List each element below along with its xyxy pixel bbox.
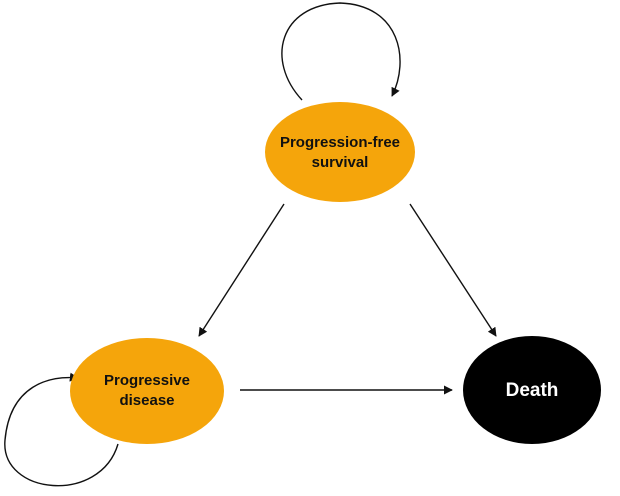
pfs-label-line2: survival [312,154,369,171]
pfs-to-death-arrow [409,203,497,337]
pfs-ellipse [265,102,415,202]
pd-node: Progressive disease [70,338,224,444]
pd-label-line1: Progressive [104,372,190,389]
pd-label-line2: disease [119,392,174,409]
pd-ellipse [70,338,224,444]
pd-self-loop-arrow [4,372,119,487]
death-label: Death [506,380,559,401]
pfs-self-loop-arrow [281,2,401,101]
death-node: Death [463,336,601,444]
death-ellipse [463,336,601,444]
pfs-label-line1: Progression-free [280,134,400,151]
pfs-node: Progression-free survival [265,102,415,202]
pfs-to-pd-arrow [198,203,285,337]
